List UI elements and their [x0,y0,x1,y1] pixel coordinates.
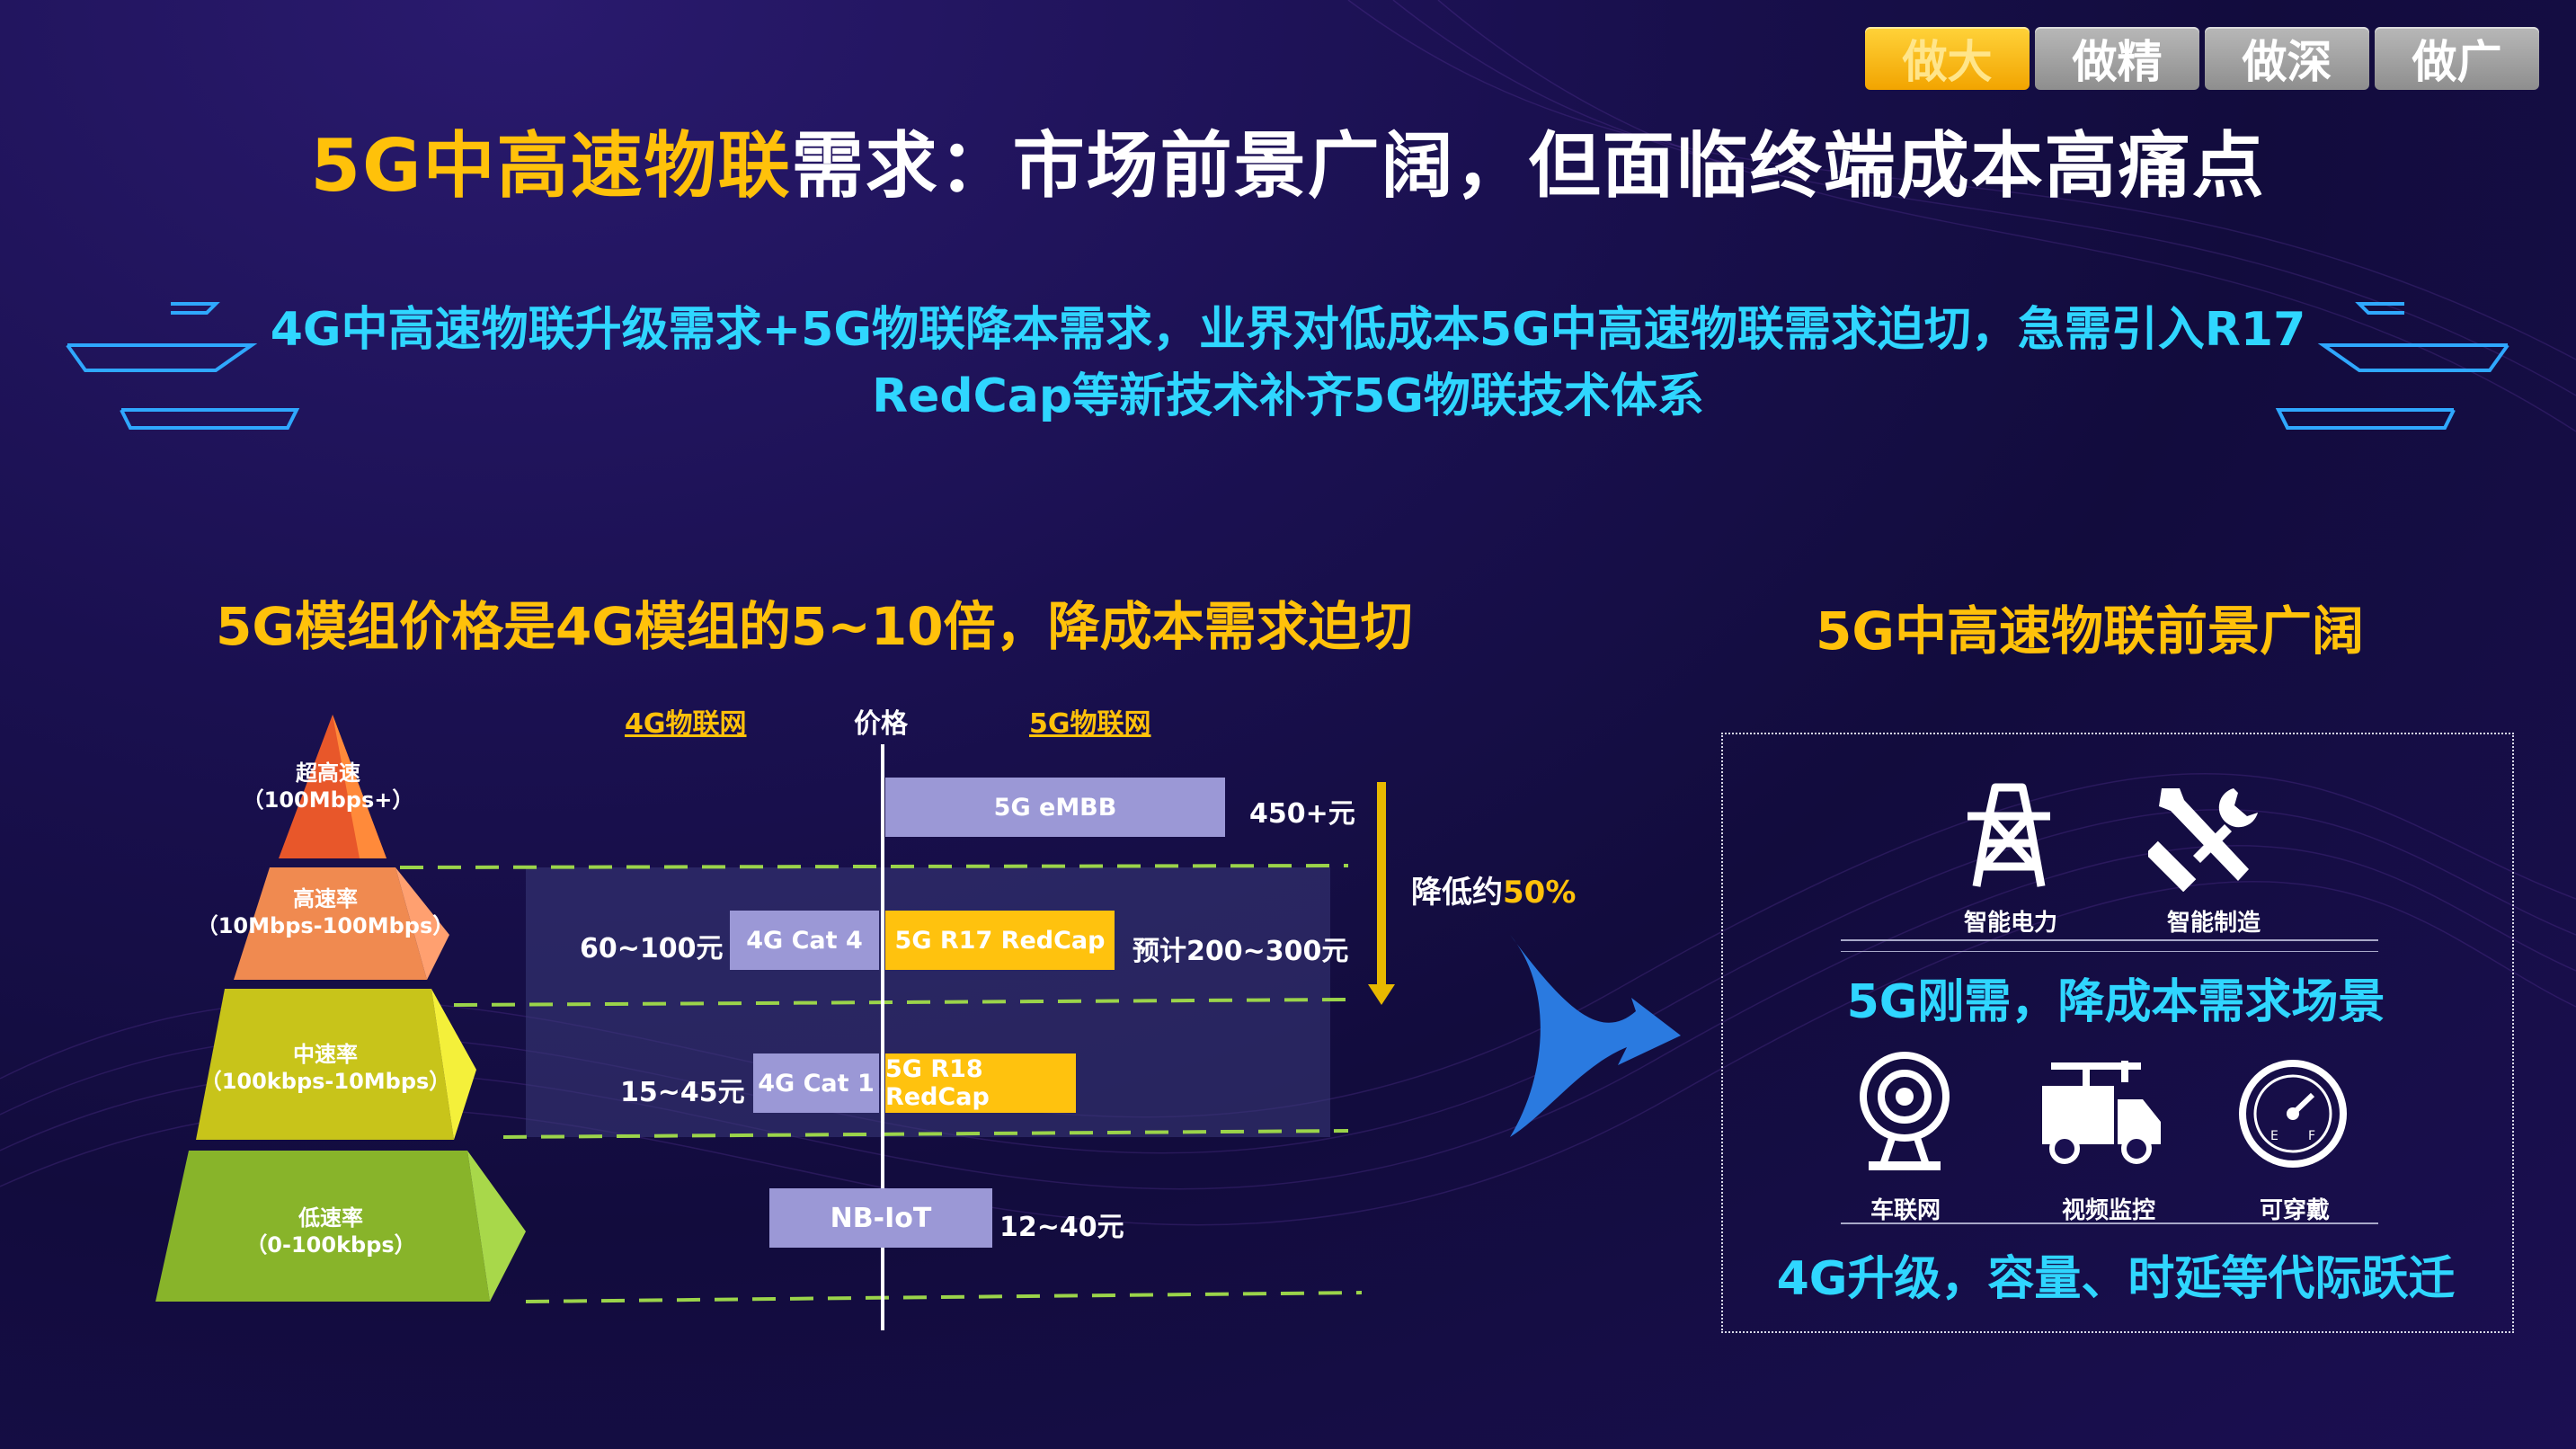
tab-zuoda[interactable]: 做大 [1865,27,2030,90]
title-rest: 需求：市场前景广阔，但面临终端成本高痛点 [791,124,2266,208]
pyramid-tier-4 [155,1151,490,1302]
reduction-value: 50% [1503,875,1577,911]
camera-icon [1860,1052,1950,1170]
pyramid-label-1: 超高速 （100Mbps+） [193,760,463,813]
title-highlight: 5G中高速物联 [310,124,792,208]
left-section-heading: 5G模组价格是4G模组的5~10倍，降成本需求迫切 [216,596,1413,657]
bar-5g-r18-redcap: 5G R18 RedCap [885,1053,1076,1113]
scenario-line-1: 5G刚需，降成本需求场景 [1846,975,2385,1029]
pyramid-tier-3-side [431,989,476,1140]
pyramid-label-2: 高速率 （10Mbps-100Mbps） [191,885,460,939]
pyramid-label-3: 中速率 （100kbps-10Mbps） [191,1041,460,1095]
bar-nb-iot: NB-IoT [769,1188,992,1248]
pyramid-range-1: （100Mbps+） [242,787,414,813]
header-price: 价格 [854,708,908,740]
reduction-text: 降低约 [1411,875,1503,911]
pyramid-range-4: （0-100kbps） [245,1232,416,1258]
pyramid-name-1: 超高速 [296,760,360,786]
tab-zuoguang[interactable]: 做广 [2375,27,2539,90]
subtitle-line-2: RedCap等新技术补齐5G物联技术体系 [872,369,1704,423]
pyramid-tier-3 [196,989,454,1140]
pyramid-name-3: 中速率 [293,1042,358,1067]
page-title: 5G中高速物联需求：市场前景广阔，但面临终端成本高痛点 [0,108,2576,212]
subtitle-line-1: 4G中高速物联升级需求+5G物联降本需求，业界对低成本5G中高速物联需求迫切，急… [270,303,2306,357]
bar-5g-embb: 5G eMBB [885,778,1225,837]
svg-text:E: E [2270,1129,2278,1143]
pyramid-tier-4-side [467,1151,526,1302]
truck-icon [2042,1061,2161,1164]
pyramid-tier-2 [234,867,427,980]
icon-label-wearable: 可穿戴 [2259,1197,2330,1224]
gauge-icon: E F [2239,1060,2347,1168]
pyramid-tier-2-side [395,867,449,980]
scenario-panel [1721,733,2514,1333]
header-5g-iot: 5G物联网 [1029,708,1151,740]
price-r17: 预计200~300元 [1133,936,1349,967]
tab-bar: 做大 做精 做深 做广 [1865,27,2539,90]
pyramid-label-4: 低速率 （0-100kbps） [196,1205,466,1258]
separator-1b [1841,951,2378,952]
pyramid-tier-1-side [333,715,386,858]
transition-arrow [1510,935,1681,1137]
reduction-arrow-head [1368,984,1395,1005]
tab-zuojing[interactable]: 做精 [2035,27,2199,90]
bar-4g-cat4: 4G Cat 4 [730,911,879,970]
separator-2 [1841,1222,2378,1224]
icon-label-power: 智能电力 [1963,910,2057,937]
icon-label-iov: 车联网 [1870,1197,1941,1224]
subtitle: 4G中高速物联升级需求+5G物联降本需求，业界对低成本5G中高速物联需求迫切，急… [180,297,2396,430]
header-4g-iot: 4G物联网 [625,708,747,740]
price-cat1: 15~45元 [620,1077,745,1108]
tools-icon [2148,788,2258,892]
tab-zuoshen[interactable]: 做深 [2205,27,2369,90]
divider-line-3 [502,1129,1349,1139]
price-cat4: 60~100元 [580,933,724,965]
svg-text:F: F [2308,1129,2315,1143]
divider-line-4 [525,1291,1363,1303]
icon-label-manufacturing: 智能制造 [2166,910,2261,937]
power-tower-icon [1968,783,2050,887]
price-nbiot: 12~40元 [999,1212,1124,1243]
pyramid-name-4: 低速率 [298,1205,363,1231]
right-section-heading: 5G中高速物联前景广阔 [1816,600,2364,662]
scenario-line-2: 4G升级，容量、时延等代际跃迁 [1776,1252,2456,1306]
pyramid-range-2: （10Mbps-100Mbps） [196,913,455,938]
icon-label-video: 视频监控 [2061,1197,2155,1224]
pyramid-range-3: （100kbps-10Mbps） [200,1069,451,1094]
pyramid-name-2: 高速率 [293,886,358,911]
reduction-label: 降低约50% [1411,867,1576,911]
separator-1 [1841,939,2378,941]
bar-4g-cat1: 4G Cat 1 [753,1053,879,1113]
divider-line-1 [399,864,1349,869]
price-embb: 450+元 [1249,798,1355,830]
bar-5g-r17-redcap: 5G R17 RedCap [885,911,1115,970]
